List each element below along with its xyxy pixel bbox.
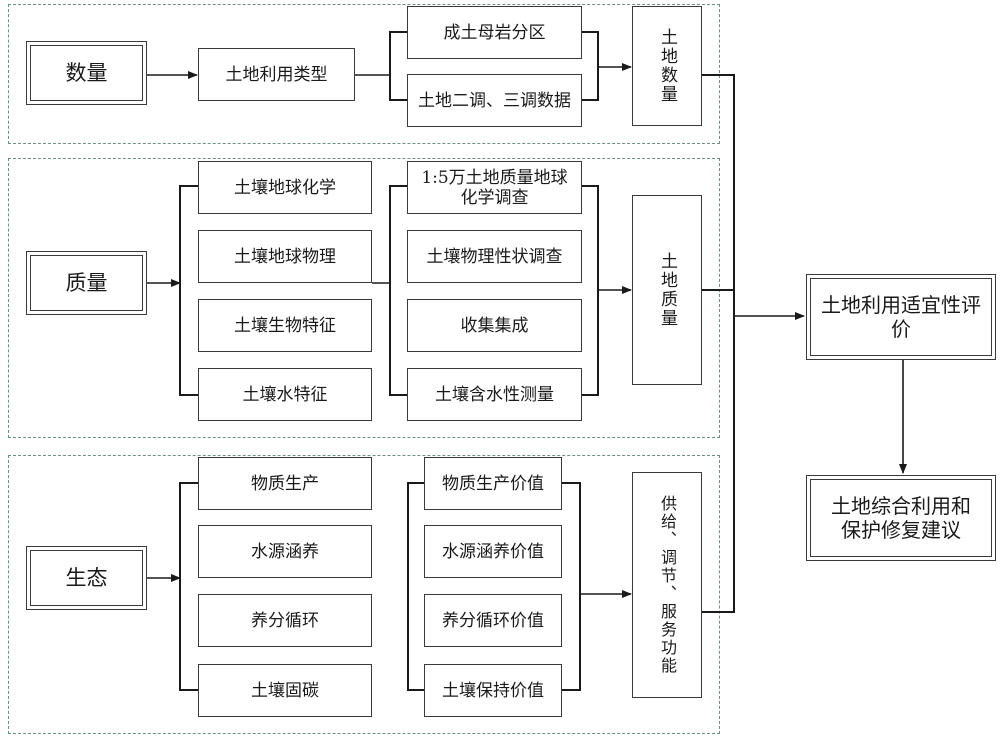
ecology-function-box: 供给、调节、服务功能 xyxy=(632,472,702,698)
ecology-value-text: 物质生产价值 xyxy=(442,473,544,494)
ecology-value-box: 物质生产价值 xyxy=(424,457,562,510)
land-quantity-text: 土地数量 xyxy=(657,28,677,104)
ecology-value-text: 土壤保持价值 xyxy=(442,680,544,701)
ecology-item-box: 水源涵养 xyxy=(198,525,372,578)
land-use-type-box: 土地利用类型 xyxy=(198,48,355,101)
quality-item-box: 土壤生物特征 xyxy=(198,299,372,352)
land-quality-box: 土地质量 xyxy=(632,195,702,385)
ecology-value-box: 土壤保持价值 xyxy=(424,664,562,717)
quantity-source-box: 土地二调、三调数据 xyxy=(407,74,582,127)
quality-method-text: 收集集成 xyxy=(460,315,529,336)
ecology-value-box: 养分循环价值 xyxy=(424,594,562,647)
ecology-item-text: 水源涵养 xyxy=(251,541,319,562)
quality-method-text: 1:5万土地质量地球化学调查 xyxy=(421,167,568,208)
quality-item-box: 土壤地球物理 xyxy=(198,230,372,283)
ecology-label: 生态 xyxy=(65,566,108,590)
ecology-item-box: 物质生产 xyxy=(198,457,372,510)
quantity-label: 数量 xyxy=(65,61,108,85)
quality-method-text: 土壤物理性状调查 xyxy=(426,246,563,267)
ecology-item-text: 土壤固碳 xyxy=(251,680,319,701)
ecology-value-box: 水源涵养价值 xyxy=(424,525,562,578)
recommendation-box: 土地综合利用和保护修复建议 xyxy=(806,475,996,561)
ecology-item-text: 养分循环 xyxy=(251,610,319,631)
suitability-evaluation-text: 土地利用适宜性评价 xyxy=(821,293,981,341)
quality-label-box: 质量 xyxy=(26,251,147,315)
quality-item-text: 土壤生物特征 xyxy=(234,315,336,336)
ecology-item-box: 土壤固碳 xyxy=(198,664,372,717)
quantity-source-text: 成土母岩分区 xyxy=(443,22,546,43)
quality-method-box: 1:5万土地质量地球化学调查 xyxy=(407,161,582,214)
quality-item-text: 土壤地球化学 xyxy=(234,177,336,198)
recommendation-text: 土地综合利用和保护修复建议 xyxy=(831,494,971,542)
land-quality-text: 土地质量 xyxy=(657,252,677,328)
ecology-item-text: 物质生产 xyxy=(251,473,319,494)
quality-method-box: 土壤含水性测量 xyxy=(407,368,582,421)
quality-method-text: 土壤含水性测量 xyxy=(435,384,554,405)
quality-method-box: 收集集成 xyxy=(407,299,582,352)
quality-group xyxy=(8,158,720,438)
quality-item-box: 土壤地球化学 xyxy=(198,161,372,214)
quantity-source-text: 土地二调、三调数据 xyxy=(418,90,571,111)
quantity-source-box: 成土母岩分区 xyxy=(407,6,582,59)
land-quantity-box: 土地数量 xyxy=(632,6,702,126)
ecology-item-box: 养分循环 xyxy=(198,594,372,647)
ecology-group xyxy=(8,455,720,734)
ecology-value-text: 水源涵养价值 xyxy=(442,541,544,562)
quality-method-box: 土壤物理性状调查 xyxy=(407,230,582,283)
ecology-function-text: 供给、调节、服务功能 xyxy=(658,495,677,675)
quantity-label-box: 数量 xyxy=(26,41,147,105)
suitability-evaluation-box: 土地利用适宜性评价 xyxy=(806,274,996,360)
quality-item-text: 土壤地球物理 xyxy=(234,246,336,267)
ecology-value-text: 养分循环价值 xyxy=(442,610,544,631)
quality-item-box: 土壤水特征 xyxy=(198,368,372,421)
land-use-type-text: 土地利用类型 xyxy=(225,64,328,85)
quality-item-text: 土壤水特征 xyxy=(242,384,328,405)
quality-label: 质量 xyxy=(65,271,108,295)
ecology-label-box: 生态 xyxy=(26,546,147,610)
